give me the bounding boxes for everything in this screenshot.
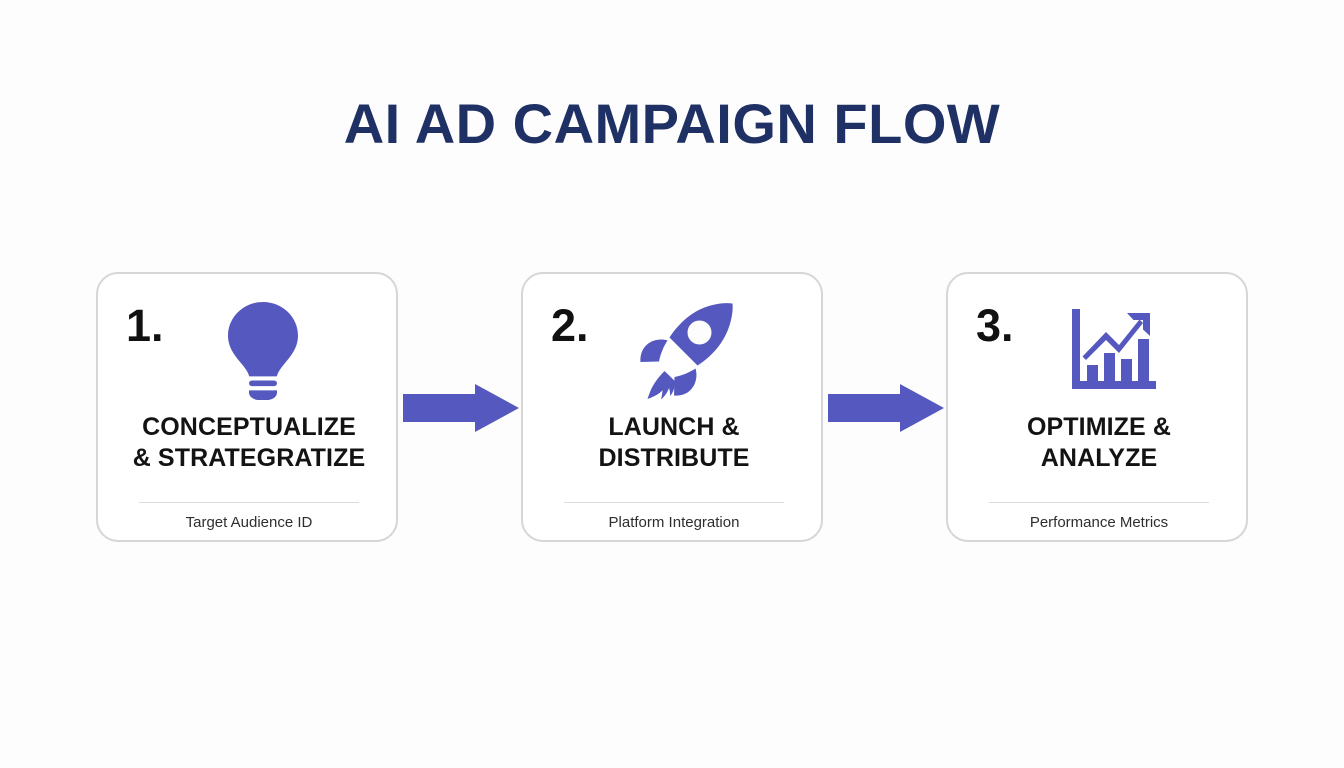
step-card-3-title-line2: ANALYZE [1040,444,1158,472]
process-flow-row: 1. CONCEPTUALIZE & STRATEGRATIZE Target … [96,272,1248,542]
step-number-3: 3. [976,300,1014,351]
step-card-2-title: LAUNCH & DISTRIBUTE [535,412,813,474]
lightbulb-icon [98,294,400,406]
arrow-right-icon-1 [403,384,519,432]
step-card-3-divider [989,502,1209,503]
step-card-3-header: 3. [948,294,1250,404]
step-card-2[interactable]: 2. [521,272,823,542]
step-card-3-caption: Performance Metrics [1029,514,1169,531]
arrow-right-icon-2 [828,384,944,432]
step-card-2-divider [564,502,784,503]
step-card-1-title-line1: CONCEPTUALIZE [142,413,356,441]
step-number-1: 1. [126,300,164,351]
step-card-3-title-line1: OPTIMIZE & [1026,413,1172,441]
step-card-2-title-line1: LAUNCH & [608,413,740,441]
step-card-2-caption: Platform Integration [608,514,740,531]
step-card-1-header: 1. [98,294,400,404]
step-card-1-title: CONCEPTUALIZE & STRATEGRATIZE [110,412,388,474]
step-card-1-caption: Target Audience ID [185,514,313,531]
page-title: AI AD CAMPAIGN FLOW [343,92,1001,155]
bar-chart-growth-icon [948,294,1250,406]
step-card-2-header: 2. [523,294,825,404]
step-card-1-divider [139,502,359,503]
step-card-3-title: OPTIMIZE & ANALYZE [960,412,1238,474]
rocket-icon [523,294,825,406]
step-card-1-title-line2: & STRATEGRATIZE [132,444,366,472]
step-card-3[interactable]: 3. [946,272,1248,542]
step-card-2-title-line2: DISTRIBUTE [598,444,750,472]
step-number-2: 2. [551,300,589,351]
step-card-1[interactable]: 1. CONCEPTUALIZE & STRATEGRATIZE Target … [96,272,398,542]
